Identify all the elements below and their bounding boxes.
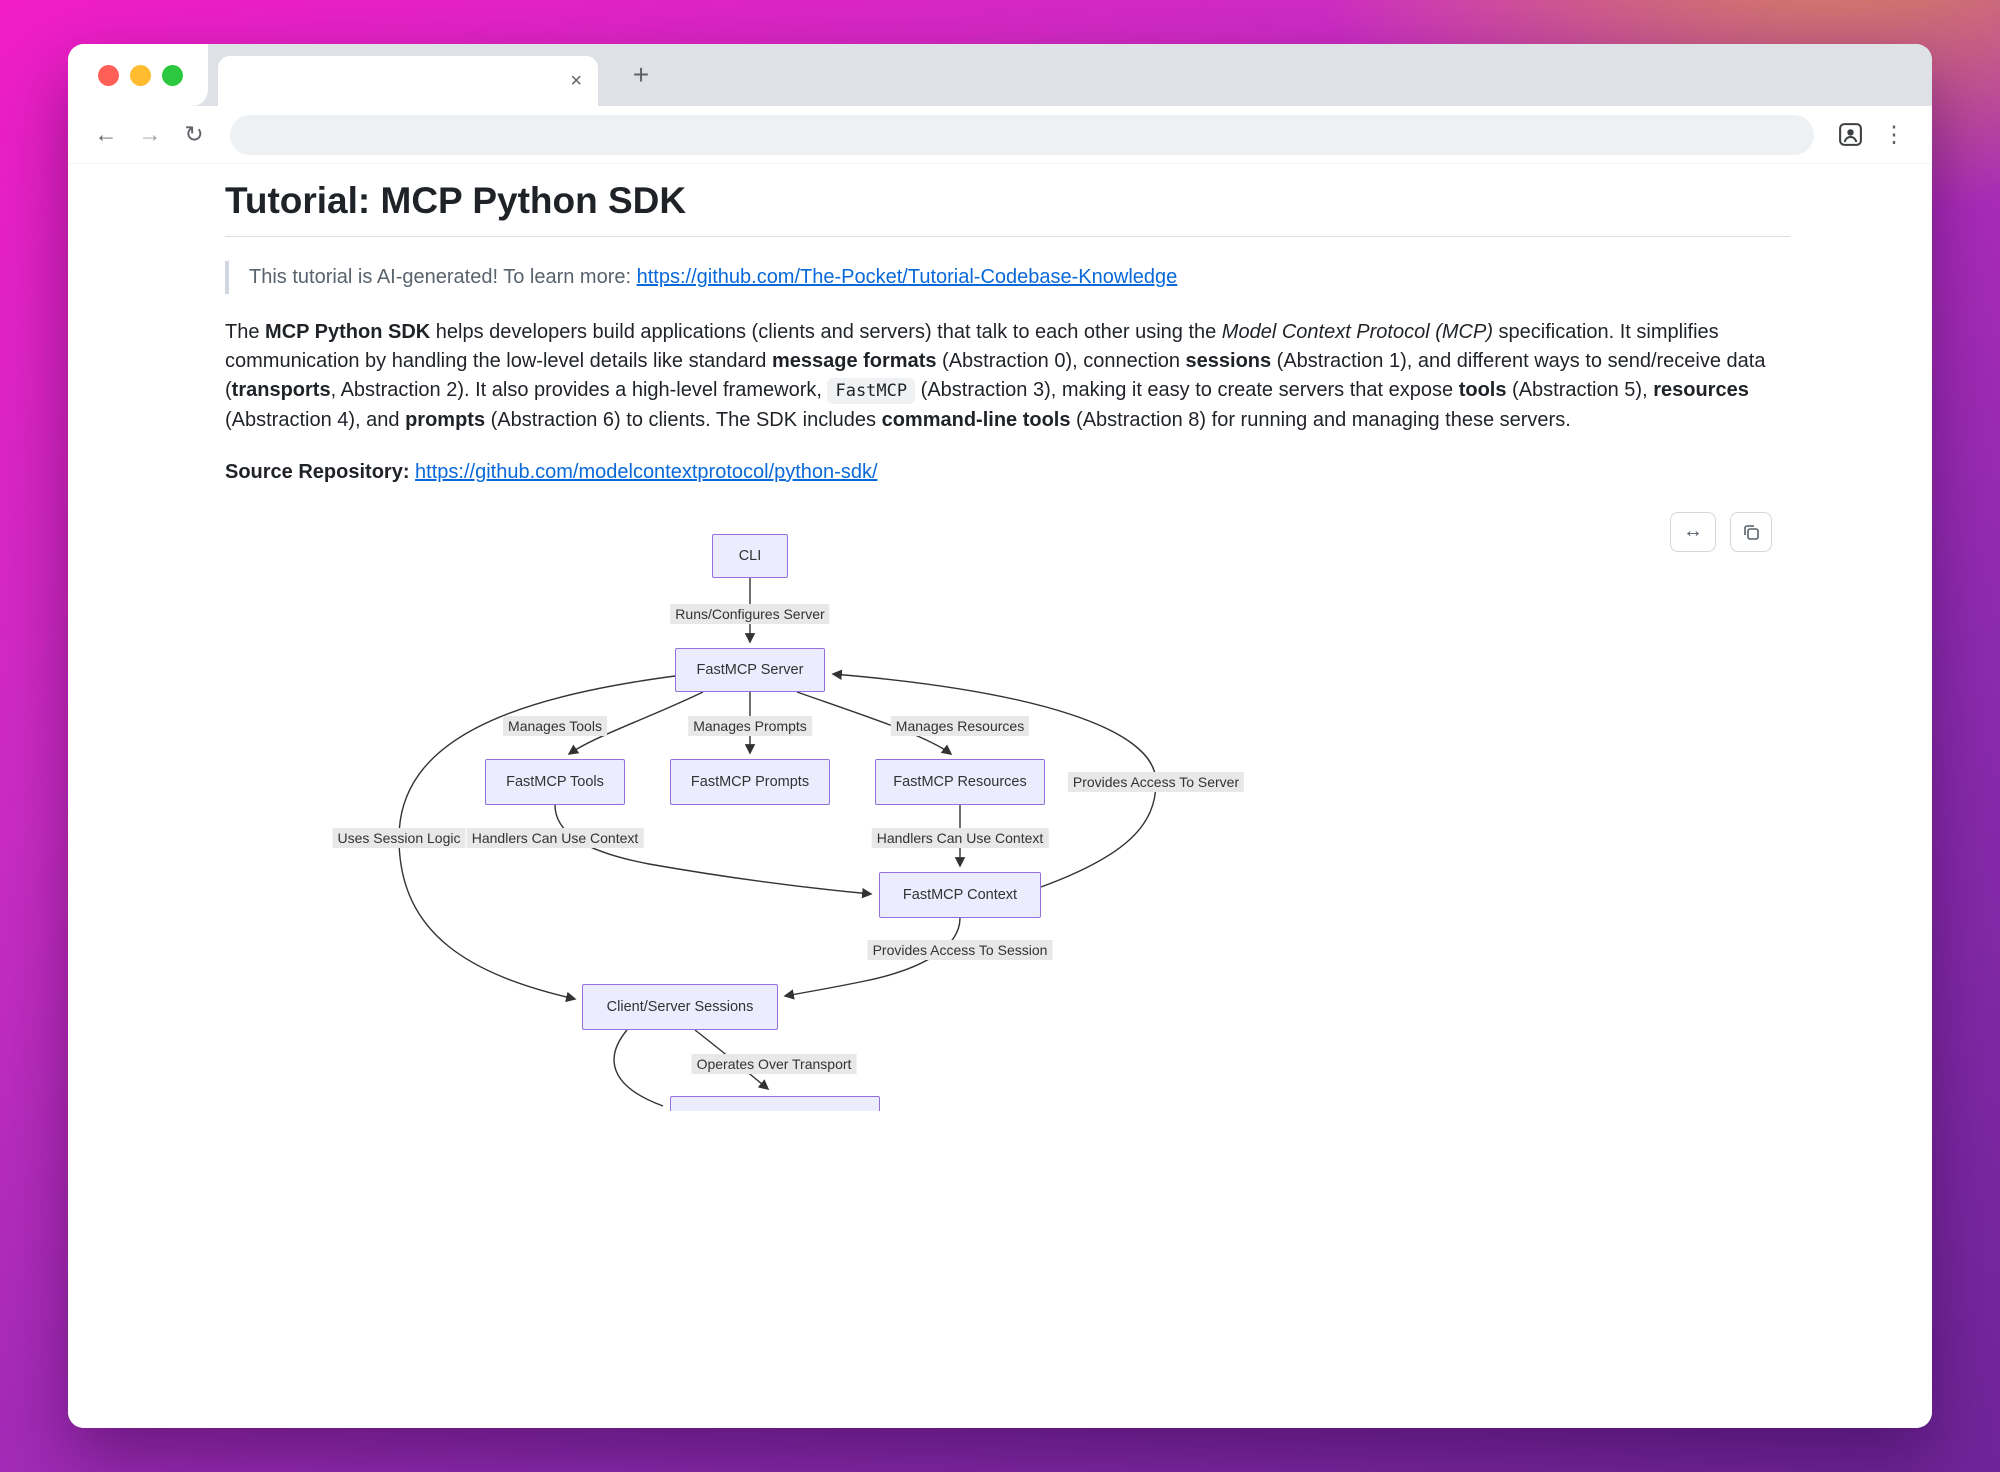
close-window-button[interactable]: [98, 65, 119, 86]
text-run: (Abstraction 5),: [1506, 379, 1654, 402]
tutorial-codebase-link[interactable]: https://github.com/The-Pocket/Tutorial-C…: [636, 266, 1178, 288]
edge-label-manages-prompts: Manages Prompts: [688, 715, 812, 736]
text-run: , Abstraction 2). It also provides a hig…: [330, 379, 828, 402]
text-run-bold: message formats: [771, 350, 937, 373]
text-run: (Abstraction 1), and different ways to s…: [225, 350, 1766, 402]
text-run: (Abstraction 6) to clients. The SDK incl…: [485, 408, 882, 431]
edge-label-handlers-can-use-context-right: Handlers Can Use Context: [871, 827, 1049, 848]
text-run: specification. It simplifies communicati…: [225, 321, 1719, 373]
new-tab-button[interactable]: +: [632, 59, 650, 90]
page-title: Tutorial: MCP Python SDK: [225, 180, 1790, 237]
ai-generated-note: This tutorial is AI-generated! To learn …: [225, 261, 1790, 294]
node-fastmcp-context: FastMCP Context: [879, 871, 1041, 918]
text-run-bold: tools: [1458, 379, 1507, 402]
text-run: (Abstraction 3), making it easy to creat…: [915, 379, 1459, 402]
tab-close-icon[interactable]: ×: [570, 70, 582, 92]
edge-label-runs-configures-server: Runs/Configures Server: [670, 603, 830, 624]
minimize-window-button[interactable]: [130, 65, 151, 86]
copy-diagram-button[interactable]: [1730, 511, 1772, 552]
intro-paragraph: The MCP Python SDK helps developers buil…: [225, 318, 1790, 435]
node-fastmcp-server: FastMCP Server: [675, 647, 825, 692]
edge-label-handlers-can-use-context-left: Handlers Can Use Context: [466, 827, 644, 848]
text-run-bold: command-line tools: [881, 408, 1071, 431]
profile-icon[interactable]: [1830, 115, 1870, 155]
text-run-bold: sessions: [1185, 350, 1272, 373]
text-run-bold: MCP Python SDK: [265, 321, 431, 343]
edge-label-uses-session-logic: Uses Session Logic: [332, 827, 466, 848]
address-bar[interactable]: [230, 114, 1814, 155]
node-cli: CLI: [712, 533, 788, 578]
fastmcp-code-chip: FastMCP: [827, 378, 916, 405]
edge-label-manages-resources: Manages Resources: [890, 715, 1030, 736]
forward-icon[interactable]: →: [138, 121, 162, 147]
window-controls: [68, 44, 208, 106]
node-fastmcp-resources: FastMCP Resources: [875, 758, 1045, 805]
edge-label-provides-access-to-session: Provides Access To Session: [867, 939, 1053, 960]
node-fastmcp-prompts: FastMCP Prompts: [670, 758, 830, 805]
node-fastmcp-tools: FastMCP Tools: [485, 758, 625, 805]
node-transport-partial: [670, 1095, 880, 1111]
page-content: Tutorial: MCP Python SDK This tutorial i…: [68, 164, 1932, 1428]
reload-icon[interactable]: ↻: [184, 121, 204, 147]
mermaid-diagram: Runs/Configures Server Manages Tools Man…: [225, 498, 1790, 1111]
node-client-server-sessions: Client/Server Sessions: [582, 983, 778, 1030]
edge-label-operates-over-transport: Operates Over Transport: [691, 1053, 857, 1074]
source-repo-link[interactable]: https://github.com/modelcontextprotocol/…: [415, 460, 878, 483]
expand-icon: ↔: [1683, 520, 1703, 543]
text-run-bold: resources: [1653, 379, 1749, 402]
back-icon[interactable]: ←: [94, 121, 118, 147]
text-run-italic: Model Context Protocol (MCP): [1221, 321, 1493, 343]
browser-toolbar: ← → ↻ ⋮: [68, 106, 1932, 164]
edge-label-provides-access-to-server: Provides Access To Server: [1067, 771, 1245, 792]
edge-label-manages-tools: Manages Tools: [503, 715, 607, 736]
zoom-window-button[interactable]: [162, 65, 183, 86]
text-run: (Abstraction 8) for running and managing…: [1070, 408, 1571, 431]
menu-kebab-icon[interactable]: ⋮: [1882, 121, 1906, 147]
ai-note-text: This tutorial is AI-generated! To learn …: [249, 266, 637, 288]
text-run: The: [225, 321, 266, 343]
copy-icon: [1744, 524, 1759, 540]
source-label: Source Repository:: [225, 460, 410, 483]
browser-tab[interactable]: ×: [218, 56, 598, 106]
browser-window: × + ← → ↻ ⋮ Tutorial: MCP Python SDK Thi…: [68, 44, 1932, 1428]
expand-diagram-button[interactable]: ↔: [1670, 511, 1716, 552]
text-run-bold: prompts: [405, 408, 486, 431]
text-run: (Abstraction 0), connection: [936, 350, 1186, 373]
text-run: (Abstraction 4), and: [225, 408, 406, 431]
text-run-bold: transports: [231, 379, 331, 402]
tab-strip: × +: [68, 44, 1932, 106]
profile-card-icon: [1838, 123, 1862, 146]
source-repository-line: Source Repository: https://github.com/mo…: [225, 461, 1790, 484]
text-run: helps developers build applications (cli…: [430, 321, 1222, 343]
